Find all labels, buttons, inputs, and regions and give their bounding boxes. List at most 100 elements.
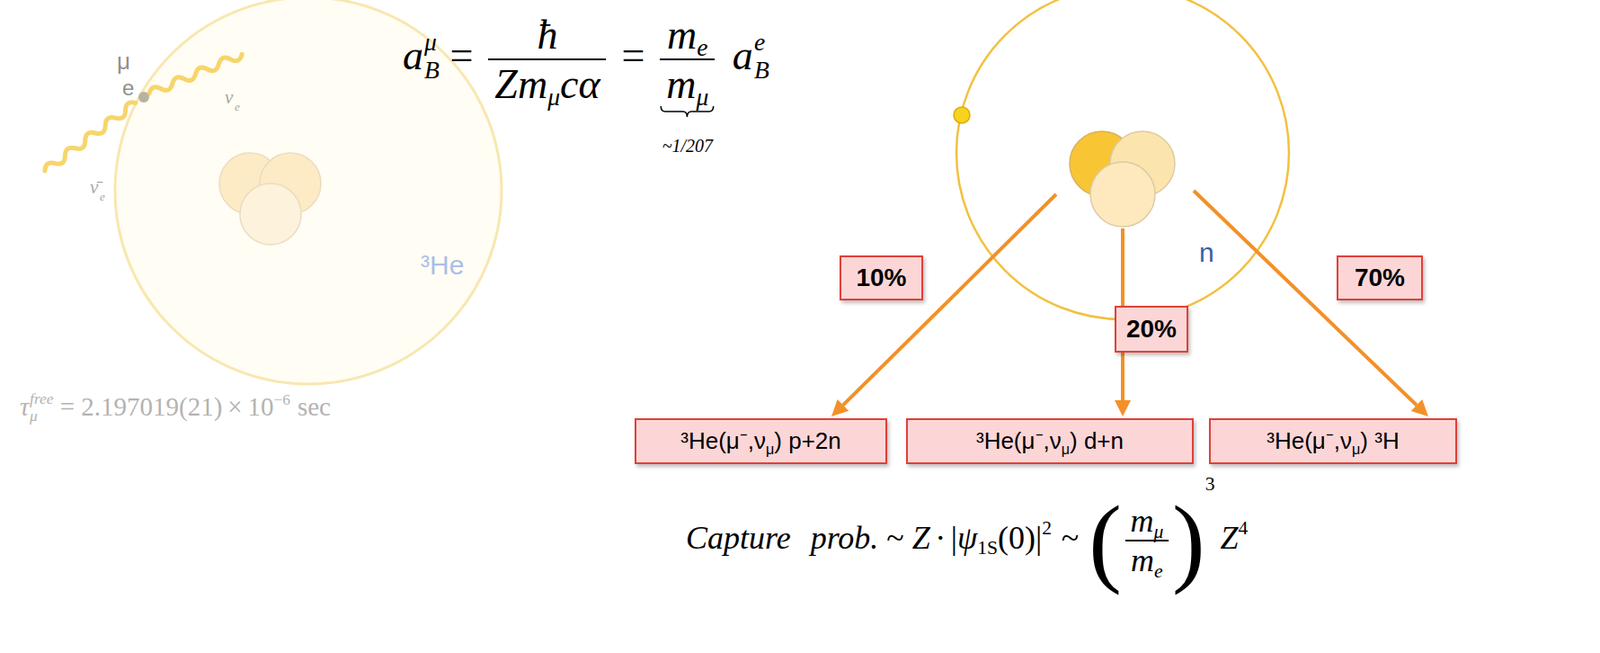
percent-box: 10% [839, 255, 924, 301]
fraction: memμ~1/207 [659, 14, 715, 106]
arrow-head [1114, 400, 1131, 417]
subscript: B [754, 56, 770, 85]
math-symbol: τ [19, 393, 29, 420]
numerator: me [659, 14, 715, 62]
denominator: mμ [659, 60, 715, 106]
percent-box: 20% [1114, 305, 1189, 353]
math-symbol: Capture [685, 521, 792, 554]
node-text: 10% [855, 262, 907, 294]
illustration-label: n [1199, 239, 1215, 267]
math-symbol: m [666, 14, 697, 56]
illustration-label: ν̄ [89, 177, 98, 197]
math-symbol: 10 [247, 393, 274, 420]
node-text: ³He(μ⁻,νμ) d+n [976, 426, 1124, 455]
numerator: mμ [1125, 504, 1169, 542]
node-label: μ [1061, 440, 1070, 458]
math-symbol: × [227, 393, 242, 420]
math-symbol: sec [297, 393, 331, 420]
percent-box: 70% [1336, 255, 1423, 301]
superscript: −6 [273, 391, 291, 408]
node-label: μ [1351, 440, 1360, 458]
formula: Captureprob.~Z·|ψ1S(0)|2~(mμme)3Z4 [685, 490, 1248, 590]
math-symbol: Z [1219, 521, 1238, 554]
superscript: μ [424, 28, 440, 57]
nucleon [1090, 161, 1156, 227]
underbrace [659, 105, 715, 118]
math-symbol: a [402, 35, 424, 77]
math-symbol: m [666, 63, 696, 106]
math-symbol: ~ [1061, 521, 1079, 554]
node-text: 70% [1354, 262, 1405, 294]
node-label: ³He(μ⁻,ν [976, 426, 1062, 454]
math-symbol: = [449, 35, 473, 77]
subscript: μ [1153, 522, 1164, 543]
arrow-head [831, 399, 849, 417]
underbrace-note: ~1/207 [659, 105, 715, 160]
reaction-box: ³He(μ⁻,νμ) d+n [906, 417, 1194, 464]
node-label: 70% [1354, 263, 1405, 292]
math-symbol: = [621, 35, 645, 77]
node-label: 20% [1126, 314, 1177, 343]
denominator: me [1125, 541, 1169, 577]
subscript: μ [29, 407, 54, 425]
brace-label: ~1/207 [662, 136, 713, 155]
nucleon [240, 183, 302, 245]
superscript: 2 [1041, 518, 1052, 539]
illustration-label: e [99, 190, 106, 203]
node-label: ) d+n [1069, 426, 1124, 454]
math-symbol: ~ [886, 521, 904, 554]
subscript: μ [696, 84, 710, 110]
math-symbol: = [60, 393, 75, 420]
node-label: μ [765, 440, 774, 458]
subscript: e [696, 35, 708, 61]
superscript: free [29, 390, 54, 408]
math-symbol: a [732, 35, 754, 77]
superscript: 4 [1237, 518, 1248, 539]
node-label: ³He(μ⁻,ν [680, 426, 766, 454]
decay-particle [138, 91, 150, 103]
superscript: 3 [1205, 474, 1216, 495]
fraction: mμme [1125, 504, 1169, 577]
math-symbol: · [934, 521, 946, 554]
subscript: e [1154, 561, 1164, 582]
numerator: ħ [488, 14, 606, 62]
brace-path [661, 106, 714, 117]
antineutrino-wave [42, 99, 138, 175]
subscript: 1S [977, 538, 998, 559]
node-text: ³He(μ⁻,νμ) ³H [1266, 426, 1399, 455]
node-text: 20% [1126, 313, 1177, 345]
math-symbol: ) [1172, 490, 1206, 590]
illustration-label: e [120, 77, 136, 99]
math-symbol: m [1130, 543, 1155, 577]
formula: τfreeμ =2.197019(21)×10−6 sec [19, 391, 331, 427]
illustration-label: ν [224, 88, 233, 107]
math-symbol: cα [560, 63, 601, 106]
math-symbol: ħ [536, 14, 558, 56]
node-label: ) p+2n [773, 426, 841, 454]
script-stack: eB [754, 28, 770, 85]
muon-dot [953, 106, 970, 124]
node-label: 10% [855, 263, 907, 292]
math-symbol: (0) [997, 521, 1036, 554]
illustration-label: e [234, 100, 240, 113]
reaction-box: ³He(μ⁻,νμ) p+2n [634, 417, 888, 464]
node-label: ) ³H [1360, 426, 1399, 454]
math-symbol: | [951, 521, 958, 554]
math-symbol: ψ [957, 521, 978, 554]
faded-orbit [115, 0, 502, 384]
superscript: e [754, 28, 770, 57]
illustration-label: μ [115, 49, 133, 73]
math-symbol: prob. [810, 521, 880, 554]
math-symbol: | [1035, 521, 1042, 554]
math-symbol: Zm [494, 63, 548, 106]
script-stack: μB [424, 28, 440, 85]
math-symbol: 2.197019(21) [80, 393, 223, 420]
fraction: ħZmμcα [488, 14, 606, 106]
node-text: ³He(μ⁻,νμ) p+2n [680, 426, 842, 455]
formula: aμB=ħZmμcα=memμ~1/207aeB [402, 14, 770, 106]
denominator: Zmμcα [488, 60, 606, 106]
illustration-label: ³He [420, 251, 464, 279]
node-label: ³He(μ⁻,ν [1266, 426, 1352, 454]
